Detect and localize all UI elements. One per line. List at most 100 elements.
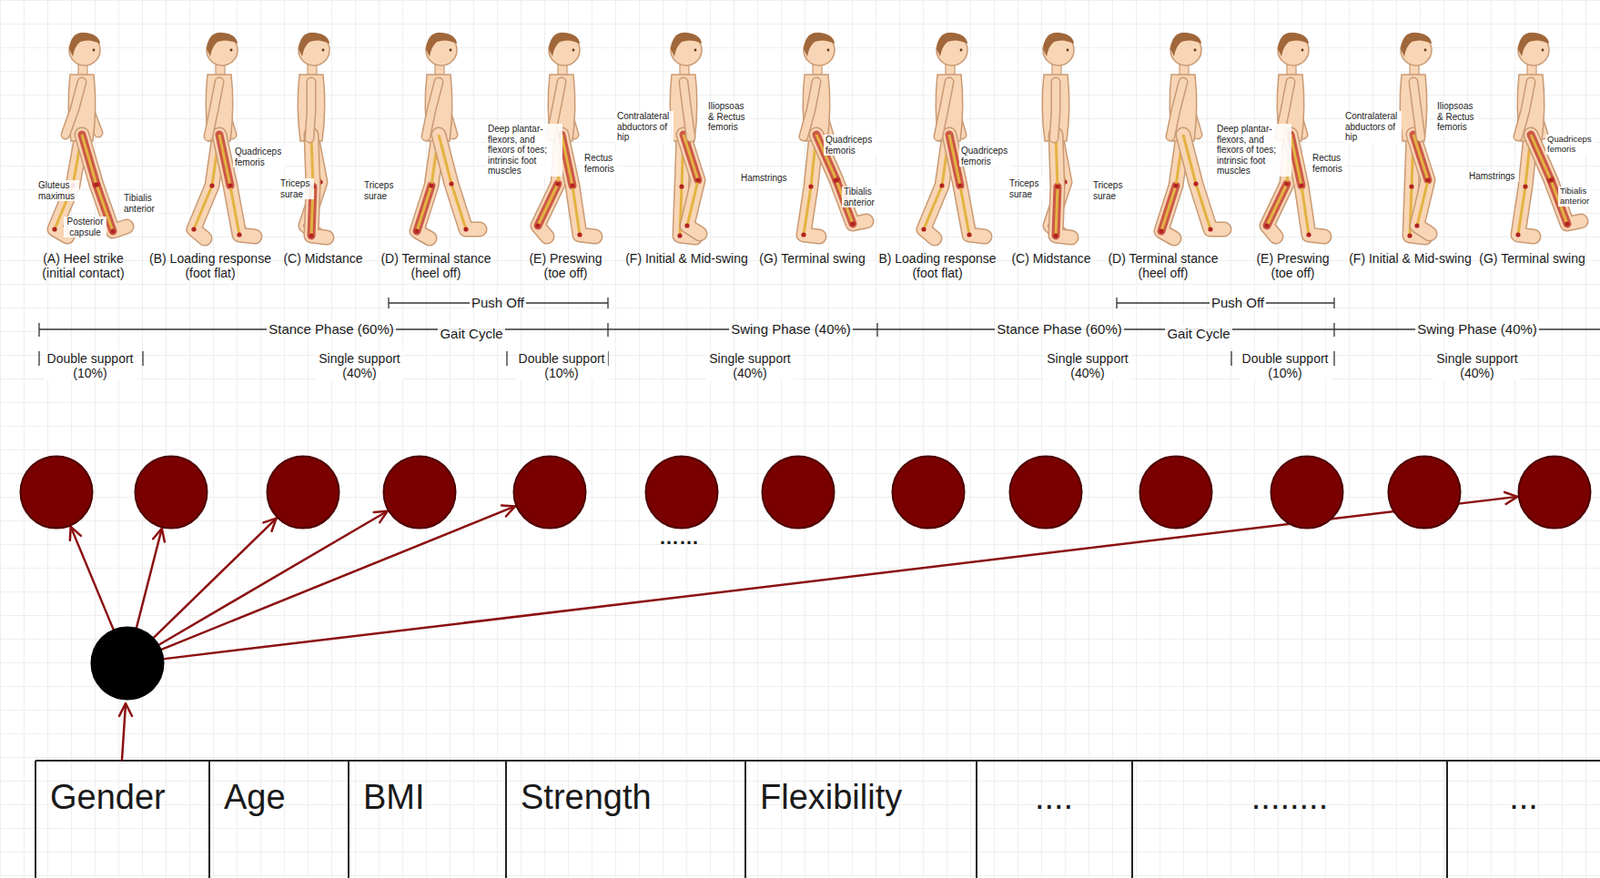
table-cell: Flexibility	[759, 778, 902, 819]
table-rule	[34, 760, 37, 878]
circle-shape	[891, 455, 966, 530]
bone	[1183, 134, 1211, 230]
circle-shape	[19, 455, 94, 530]
phase-label: B) Loading response (foot flat)	[877, 251, 998, 281]
support-label: Single support (40%)	[315, 351, 404, 381]
table-cell: ...	[1508, 778, 1539, 819]
arrow-connector	[70, 526, 113, 629]
connector-line	[136, 528, 163, 628]
circle-shape	[265, 455, 341, 530]
table-rule	[1131, 760, 1134, 878]
table-cell: Strength	[520, 778, 652, 819]
arm-outline	[309, 81, 312, 139]
arm	[938, 81, 950, 137]
muscle-label: Quadriceps femoris	[959, 145, 1013, 167]
joint-dot	[966, 232, 972, 237]
muscle-label: Quadriceps femoris	[232, 146, 286, 168]
joint-dot	[695, 177, 700, 183]
joint-dot	[555, 181, 560, 186]
phase-label: (D) Terminal stance (heel off)	[1106, 251, 1220, 281]
muscle-label: Triceps surae	[1007, 178, 1044, 200]
circle-fill	[1518, 456, 1591, 529]
hair	[548, 32, 580, 57]
joint-dot	[1284, 181, 1289, 186]
hair	[206, 32, 238, 57]
circle-fill	[1140, 456, 1213, 529]
arrow-connector	[162, 505, 516, 649]
eye	[1194, 49, 1197, 52]
walking-figure	[51, 32, 127, 237]
hair	[803, 32, 835, 57]
arrow-head	[1504, 492, 1518, 505]
muscle-label: Tibialis anterior	[841, 186, 879, 208]
circle-shape	[1138, 455, 1214, 530]
circle-shape	[760, 455, 836, 530]
circle-shape	[1387, 455, 1462, 530]
table-cell: ........	[1251, 778, 1328, 819]
bracket-label: Swing Phase (40%)	[1415, 321, 1540, 337]
bracket-tick	[607, 297, 608, 309]
bracket-label: Gait Cycle	[1164, 325, 1232, 342]
joint-dot	[414, 228, 419, 233]
joint-dot	[1173, 182, 1178, 188]
muscle-label: Iliopsoas & Rectus femoris	[706, 101, 750, 133]
joint-dot	[684, 222, 689, 228]
hair	[69, 32, 101, 57]
bracket-tick	[387, 297, 389, 309]
hair	[425, 32, 457, 57]
feature-circle	[891, 455, 966, 530]
circle-fill	[1388, 456, 1461, 529]
joint-dot	[1522, 183, 1528, 189]
joint-dot	[678, 183, 684, 189]
table-cell: BMI	[363, 778, 426, 819]
muscle-label: Iliopsoas & Rectus femoris	[1435, 101, 1479, 133]
circle-shape	[1517, 455, 1592, 530]
joint-dot	[1425, 177, 1430, 183]
ellipsis: ……	[658, 526, 699, 549]
circle-fill	[135, 456, 208, 529]
muscle-label: Quadriceps femoris	[823, 134, 877, 156]
bracket-label: Swing Phase (40%)	[729, 321, 853, 337]
bracket-label: Gait Cycle	[437, 325, 505, 342]
table-rule	[1446, 760, 1449, 878]
joint-dot	[448, 181, 454, 186]
bone	[438, 134, 466, 230]
circle-fill	[91, 627, 164, 700]
muscle-label: Deep plantar-flexors, and flexors of toe…	[1215, 123, 1292, 177]
connector-line	[162, 506, 516, 649]
phase-label: (C) Midstance	[1010, 251, 1093, 266]
circle-shape	[90, 626, 165, 701]
joint-dot	[308, 232, 314, 238]
feature-circle	[512, 455, 588, 530]
circle-fill	[20, 456, 93, 529]
phase-label: (F) Initial & Mid-swing	[624, 251, 750, 266]
joint-dot	[800, 232, 806, 237]
joint-dot	[191, 226, 196, 232]
input-arrow-head	[119, 703, 132, 717]
leg	[438, 134, 480, 230]
joint-dot	[939, 182, 944, 188]
joint-dot	[833, 177, 839, 183]
eye	[1541, 49, 1545, 52]
bone	[561, 134, 580, 235]
bracket-tick	[876, 323, 878, 337]
joint-dot	[677, 232, 682, 238]
circle-fill	[1010, 456, 1083, 529]
feature-circle	[1387, 455, 1462, 530]
arm-outline	[938, 81, 950, 137]
support-label: Double support (10%)	[516, 351, 608, 381]
leg-outline	[1413, 134, 1430, 234]
joint-dot	[428, 182, 434, 188]
connector-line	[70, 526, 114, 629]
arm-outline	[1413, 81, 1421, 138]
arm-outline	[65, 81, 82, 135]
muscle-label: Gluteus maximus	[36, 180, 80, 202]
circle-shape	[133, 455, 209, 530]
joint-dot	[463, 226, 468, 232]
bracket-tick	[1333, 323, 1335, 337]
joint-dot	[51, 226, 57, 232]
support-label: Single support (40%)	[706, 351, 794, 381]
muscle-label: Triceps surae	[278, 178, 314, 200]
torso	[297, 74, 325, 142]
